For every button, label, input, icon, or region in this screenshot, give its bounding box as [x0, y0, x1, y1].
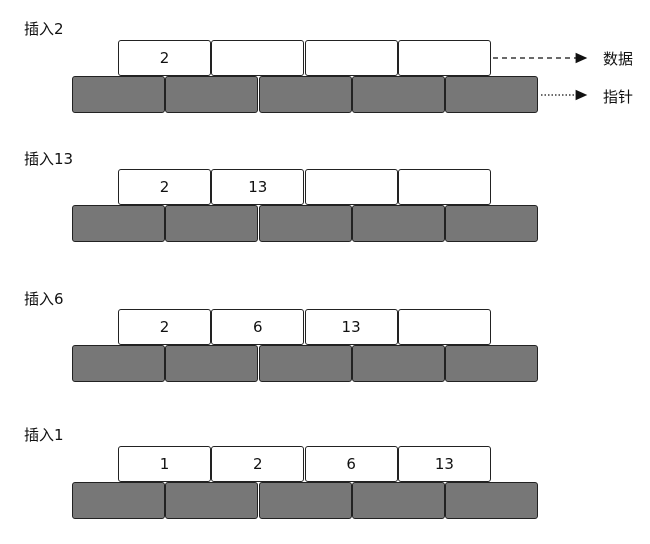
data-cell: [397, 40, 491, 76]
pointer-cell: [351, 482, 445, 519]
data-cell: 1: [118, 446, 211, 482]
pointer-cell: [165, 482, 259, 519]
data-cell: [304, 169, 398, 205]
data-cell: 6: [211, 309, 305, 345]
data-legend-label: 数据: [603, 50, 634, 68]
pointer-cell: [258, 345, 352, 382]
pointer-cell: [351, 345, 445, 382]
data-row: 2 6 13: [118, 309, 491, 345]
pointer-row: [72, 482, 539, 519]
pointer-cell: [351, 76, 445, 113]
data-cell: 2: [211, 446, 305, 482]
data-cell: [211, 40, 305, 76]
pointer-cell: [445, 76, 539, 113]
pointer-cell: [351, 205, 445, 242]
pointer-cell: [72, 205, 165, 242]
pointer-cell: [165, 345, 259, 382]
data-cell: 2: [118, 169, 211, 205]
pointer-cell: [258, 205, 352, 242]
step-1: 插入2 2: [0, 18, 650, 138]
step-title: 插入6: [24, 290, 64, 308]
pointer-cell: [72, 345, 165, 382]
data-cell: 6: [304, 446, 398, 482]
data-cell: [304, 40, 398, 76]
pointer-cell: [258, 482, 352, 519]
step-title: 插入1: [24, 426, 64, 444]
pointer-cell: [72, 76, 165, 113]
data-row: 2: [118, 40, 491, 76]
pointer-cell: [445, 345, 539, 382]
step-2: 插入13 2 13: [0, 148, 650, 268]
pointer-cell: [445, 205, 539, 242]
data-cell: 13: [211, 169, 305, 205]
pointer-row: [72, 205, 539, 242]
pointer-cell: [165, 76, 259, 113]
pointer-cell: [165, 205, 259, 242]
data-row: 2 13: [118, 169, 491, 205]
step-title: 插入2: [24, 20, 64, 38]
pointer-cell: [72, 482, 165, 519]
data-row: 1 2 6 13: [118, 446, 491, 482]
pointer-row: [72, 345, 539, 382]
data-cell: [397, 169, 491, 205]
pointer-row: [72, 76, 539, 113]
data-cell: 2: [118, 309, 211, 345]
step-title: 插入13: [24, 150, 74, 168]
pointer-legend-label: 指针: [603, 88, 634, 106]
data-cell: [397, 309, 491, 345]
data-cell: 2: [118, 40, 211, 76]
step-3: 插入6 2 6 13: [0, 288, 650, 408]
data-cell: 13: [304, 309, 398, 345]
step-4: 插入1 1 2 6 13: [0, 424, 650, 544]
pointer-cell: [445, 482, 539, 519]
data-cell: 13: [397, 446, 491, 482]
pointer-cell: [258, 76, 352, 113]
